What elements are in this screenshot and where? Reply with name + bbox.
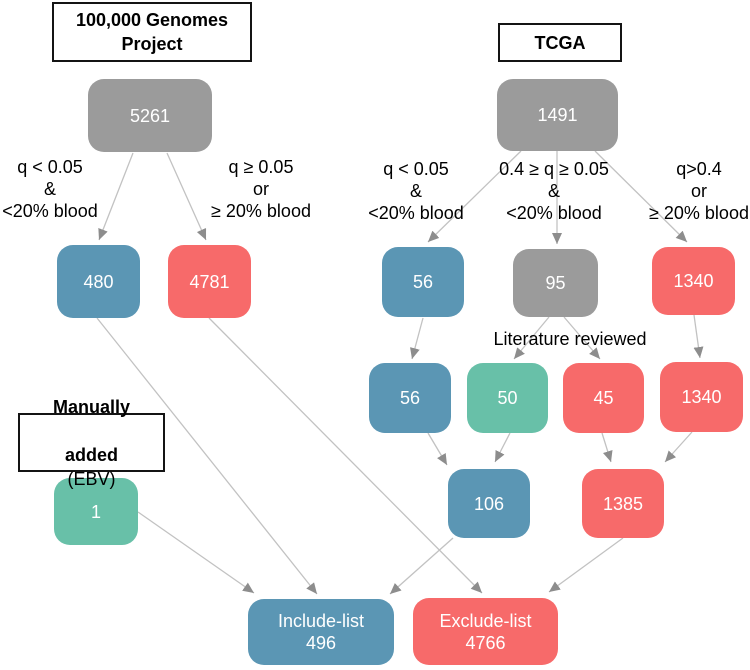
node-lit-56: 56	[369, 363, 451, 433]
node-lit-45: 45	[563, 363, 644, 433]
node-gel-4781-value: 4781	[189, 271, 230, 292]
arrow-45-to-1385	[601, 432, 613, 463]
node-manual-1: 1	[54, 478, 138, 545]
node-lit-1340: 1340	[660, 362, 743, 432]
node-gel-480: 480	[57, 245, 140, 318]
manual-added-title-box: Manually added (EBV)	[18, 397, 165, 489]
gel-right-condition-label: q ≥ 0.05 or ≥ 20% blood	[211, 157, 311, 221]
arrow-1340-to-lit1340	[693, 314, 704, 359]
arrow-4781-to-exclude	[208, 317, 483, 594]
arrow-5261-to-480	[98, 152, 134, 241]
arrow-480-to-include	[96, 317, 318, 595]
arrow-50-to-106	[494, 432, 511, 463]
node-tcga-56-value: 56	[412, 272, 434, 292]
node-merge-1385: 1385	[582, 469, 664, 538]
node-lit-50: 50	[467, 363, 548, 433]
node-merge-1385-value: 1385	[602, 493, 644, 514]
node-gel-4781: 4781	[168, 245, 251, 318]
arrow-95-to-50	[513, 316, 550, 360]
arrow-lit1340-to-1385	[664, 431, 693, 463]
tcga-right-condition-label: q>0.4 or ≥ 20% blood	[649, 159, 749, 223]
node-tcga-total: 1491	[497, 79, 618, 151]
arrow-95-to-45	[563, 316, 601, 360]
arrow-1491-to-1340	[594, 150, 688, 243]
tcga-title-box: TCGA	[498, 23, 622, 62]
node-exclude-list: Exclude-list 4766	[413, 598, 558, 665]
manual-added-line2: added (EBV)	[65, 419, 118, 491]
gel-left-condition-label: q < 0.05 & <20% blood	[2, 157, 98, 221]
tcga-title-text: TCGA	[534, 32, 586, 53]
node-lit-45-value: 45	[593, 388, 614, 408]
node-exclude-list-label: Exclude-list	[439, 610, 532, 631]
node-lit-1340-value: 1340	[681, 387, 722, 407]
node-lit-56-value: 56	[399, 388, 421, 408]
arrow-1385-to-exclude	[548, 537, 624, 593]
arrow-1491-to-56	[427, 150, 522, 243]
node-tcga-1340-value: 1340	[673, 271, 714, 291]
manual-added-line2-bold: added	[64, 444, 118, 465]
node-tcga-56: 56	[382, 247, 464, 317]
arrow-5261-to-4781	[166, 152, 207, 241]
node-gel-480-value: 480	[83, 271, 114, 292]
node-gel-total-value: 5261	[129, 105, 171, 126]
tcga-mid-condition-label: 0.4 ≥ q ≥ 0.05 & <20% blood	[499, 159, 609, 223]
node-manual-1-value: 1	[90, 501, 101, 522]
arrow-106-to-include	[389, 537, 454, 595]
node-tcga-total-value: 1491	[537, 105, 578, 125]
node-merge-106: 106	[448, 469, 530, 538]
node-gel-total: 5261	[88, 79, 212, 152]
node-tcga-95-value: 95	[545, 273, 566, 293]
node-lit-50-value: 50	[497, 388, 518, 408]
gel-title-box: 100,000 Genomes Project	[52, 2, 252, 62]
tcga-left-condition-label: q < 0.05 & <20% blood	[368, 159, 464, 223]
gel-title-text: 100,000 Genomes Project	[75, 10, 229, 54]
manual-added-line1: Manually	[52, 396, 131, 417]
arrow-1-to-include	[137, 511, 255, 594]
node-tcga-1340: 1340	[652, 247, 735, 315]
node-tcga-95: 95	[513, 249, 598, 317]
node-include-list-value: 496	[305, 633, 337, 653]
node-merge-106-value: 106	[473, 493, 505, 514]
node-include-list-label: Include-list	[277, 611, 365, 631]
arrow-lit56-to-106	[427, 432, 448, 466]
node-exclude-list-value: 4766	[465, 632, 506, 653]
node-include-list: Include-list 496	[248, 599, 394, 665]
literature-reviewed-label: Literature reviewed	[493, 329, 647, 349]
arrow-56-to-lit56	[410, 317, 424, 360]
manual-added-line2-regular: (EBV)	[67, 468, 116, 489]
